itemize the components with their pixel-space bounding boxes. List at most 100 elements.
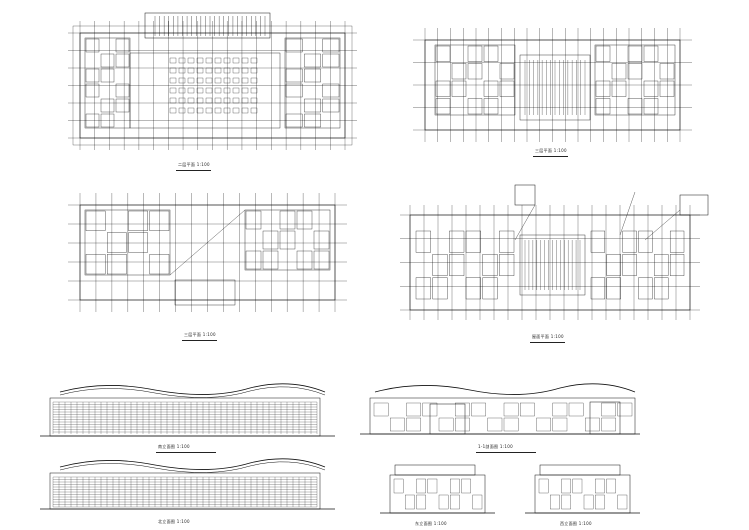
drawing-room xyxy=(169,77,177,84)
drawing-room xyxy=(432,277,448,300)
elevation-east[interactable] xyxy=(375,460,500,520)
drawing-room xyxy=(187,107,195,114)
drawing-room xyxy=(245,210,262,230)
drawing-room xyxy=(627,98,643,115)
drawing-room xyxy=(285,83,303,98)
caption-floor-plan-1: 二层平面 1:100 xyxy=(178,162,210,167)
caption-underline xyxy=(156,452,216,453)
drawing-room xyxy=(390,417,405,432)
drawing-room xyxy=(438,494,449,510)
elevation-north[interactable] xyxy=(35,455,340,520)
drawing-room xyxy=(499,80,515,97)
drawing-room xyxy=(550,494,560,510)
drawing-room xyxy=(313,250,330,270)
elevation-west[interactable] xyxy=(520,460,645,520)
drawing-room xyxy=(169,107,177,114)
drawing-room xyxy=(483,45,499,62)
drawing-room xyxy=(196,97,204,104)
drawing-room xyxy=(196,77,204,84)
drawing-room xyxy=(455,417,470,432)
drawing-room xyxy=(595,494,605,510)
drawing-room xyxy=(241,57,249,64)
drawing-room xyxy=(406,417,421,432)
drawing-room xyxy=(205,67,213,74)
drawing-room xyxy=(499,230,515,253)
drawing-room xyxy=(416,478,426,494)
drawing-room xyxy=(536,417,551,432)
drawing-room xyxy=(232,57,240,64)
floor-plan-2[interactable] xyxy=(400,15,700,155)
drawing-room xyxy=(461,478,471,494)
floor-plan-3[interactable] xyxy=(55,185,355,330)
drawing-room xyxy=(654,254,669,276)
drawing-room xyxy=(100,53,115,68)
drawing-room xyxy=(590,230,606,253)
caption-section: 1-1剖面图 1:100 xyxy=(478,444,513,449)
drawing-room xyxy=(471,402,486,417)
drawing-room xyxy=(178,97,186,104)
caption-floor-plan-2: 三层平面 1:100 xyxy=(535,148,567,153)
drawing-room xyxy=(406,402,421,417)
floor-plan-1[interactable] xyxy=(45,8,360,163)
drawing-room xyxy=(205,97,213,104)
caption-underline xyxy=(476,452,536,453)
caption-elevation-west: 西立面图 1:100 xyxy=(560,521,592,526)
drawing-room xyxy=(322,53,340,68)
caption-elevation-east: 东立面图 1:100 xyxy=(415,521,447,526)
drawing-room xyxy=(622,254,637,276)
drawing-room xyxy=(313,230,330,250)
drawing-room xyxy=(617,402,633,417)
drawing-room xyxy=(241,87,249,94)
drawing-room xyxy=(538,478,549,494)
drawing-room xyxy=(178,67,186,74)
drawing-room xyxy=(435,80,451,97)
roof-plan[interactable] xyxy=(395,180,725,335)
drawing-room xyxy=(552,402,568,417)
drawing-room xyxy=(250,87,258,94)
drawing-room xyxy=(659,63,675,80)
drawing-room xyxy=(467,98,483,115)
elevation-south[interactable] xyxy=(35,378,340,443)
drawing-room xyxy=(322,83,340,98)
drawing-room xyxy=(241,77,249,84)
drawing-room xyxy=(617,494,628,510)
drawing-room xyxy=(638,230,653,253)
drawing-room xyxy=(296,210,313,230)
drawing-room xyxy=(169,97,177,104)
drawing-room xyxy=(520,402,535,417)
drawing-room xyxy=(85,38,100,53)
drawing-room xyxy=(128,232,148,253)
drawing-room xyxy=(169,67,177,74)
drawing-room xyxy=(552,417,568,432)
drawing-room xyxy=(250,97,258,104)
drawing-room xyxy=(223,87,231,94)
drawing-room xyxy=(149,210,170,231)
drawing-room xyxy=(85,210,106,231)
drawing-room xyxy=(482,277,498,300)
drawing-room xyxy=(415,230,431,253)
drawing-room xyxy=(223,97,231,104)
drawing-room xyxy=(285,68,303,83)
drawing-room xyxy=(262,230,279,250)
drawing-room xyxy=(595,98,611,115)
drawing-room xyxy=(606,254,621,276)
drawing-room xyxy=(568,402,584,417)
drawing-room xyxy=(450,478,460,494)
drawing-room xyxy=(304,98,321,113)
section-1-1[interactable] xyxy=(355,378,645,443)
drawing-room xyxy=(438,417,454,432)
drawing-room xyxy=(214,107,222,114)
drawing-room xyxy=(85,68,100,83)
drawing-room xyxy=(241,67,249,74)
drawing-room xyxy=(373,402,389,417)
drawing-room xyxy=(205,87,213,94)
drawing-room xyxy=(405,494,415,510)
drawing-room xyxy=(483,80,499,97)
drawing-room xyxy=(601,402,616,417)
drawing-room xyxy=(262,250,279,270)
drawing-room xyxy=(583,494,594,510)
drawing-room xyxy=(432,254,448,276)
drawing-room xyxy=(196,67,204,74)
drawing-room xyxy=(595,45,611,62)
